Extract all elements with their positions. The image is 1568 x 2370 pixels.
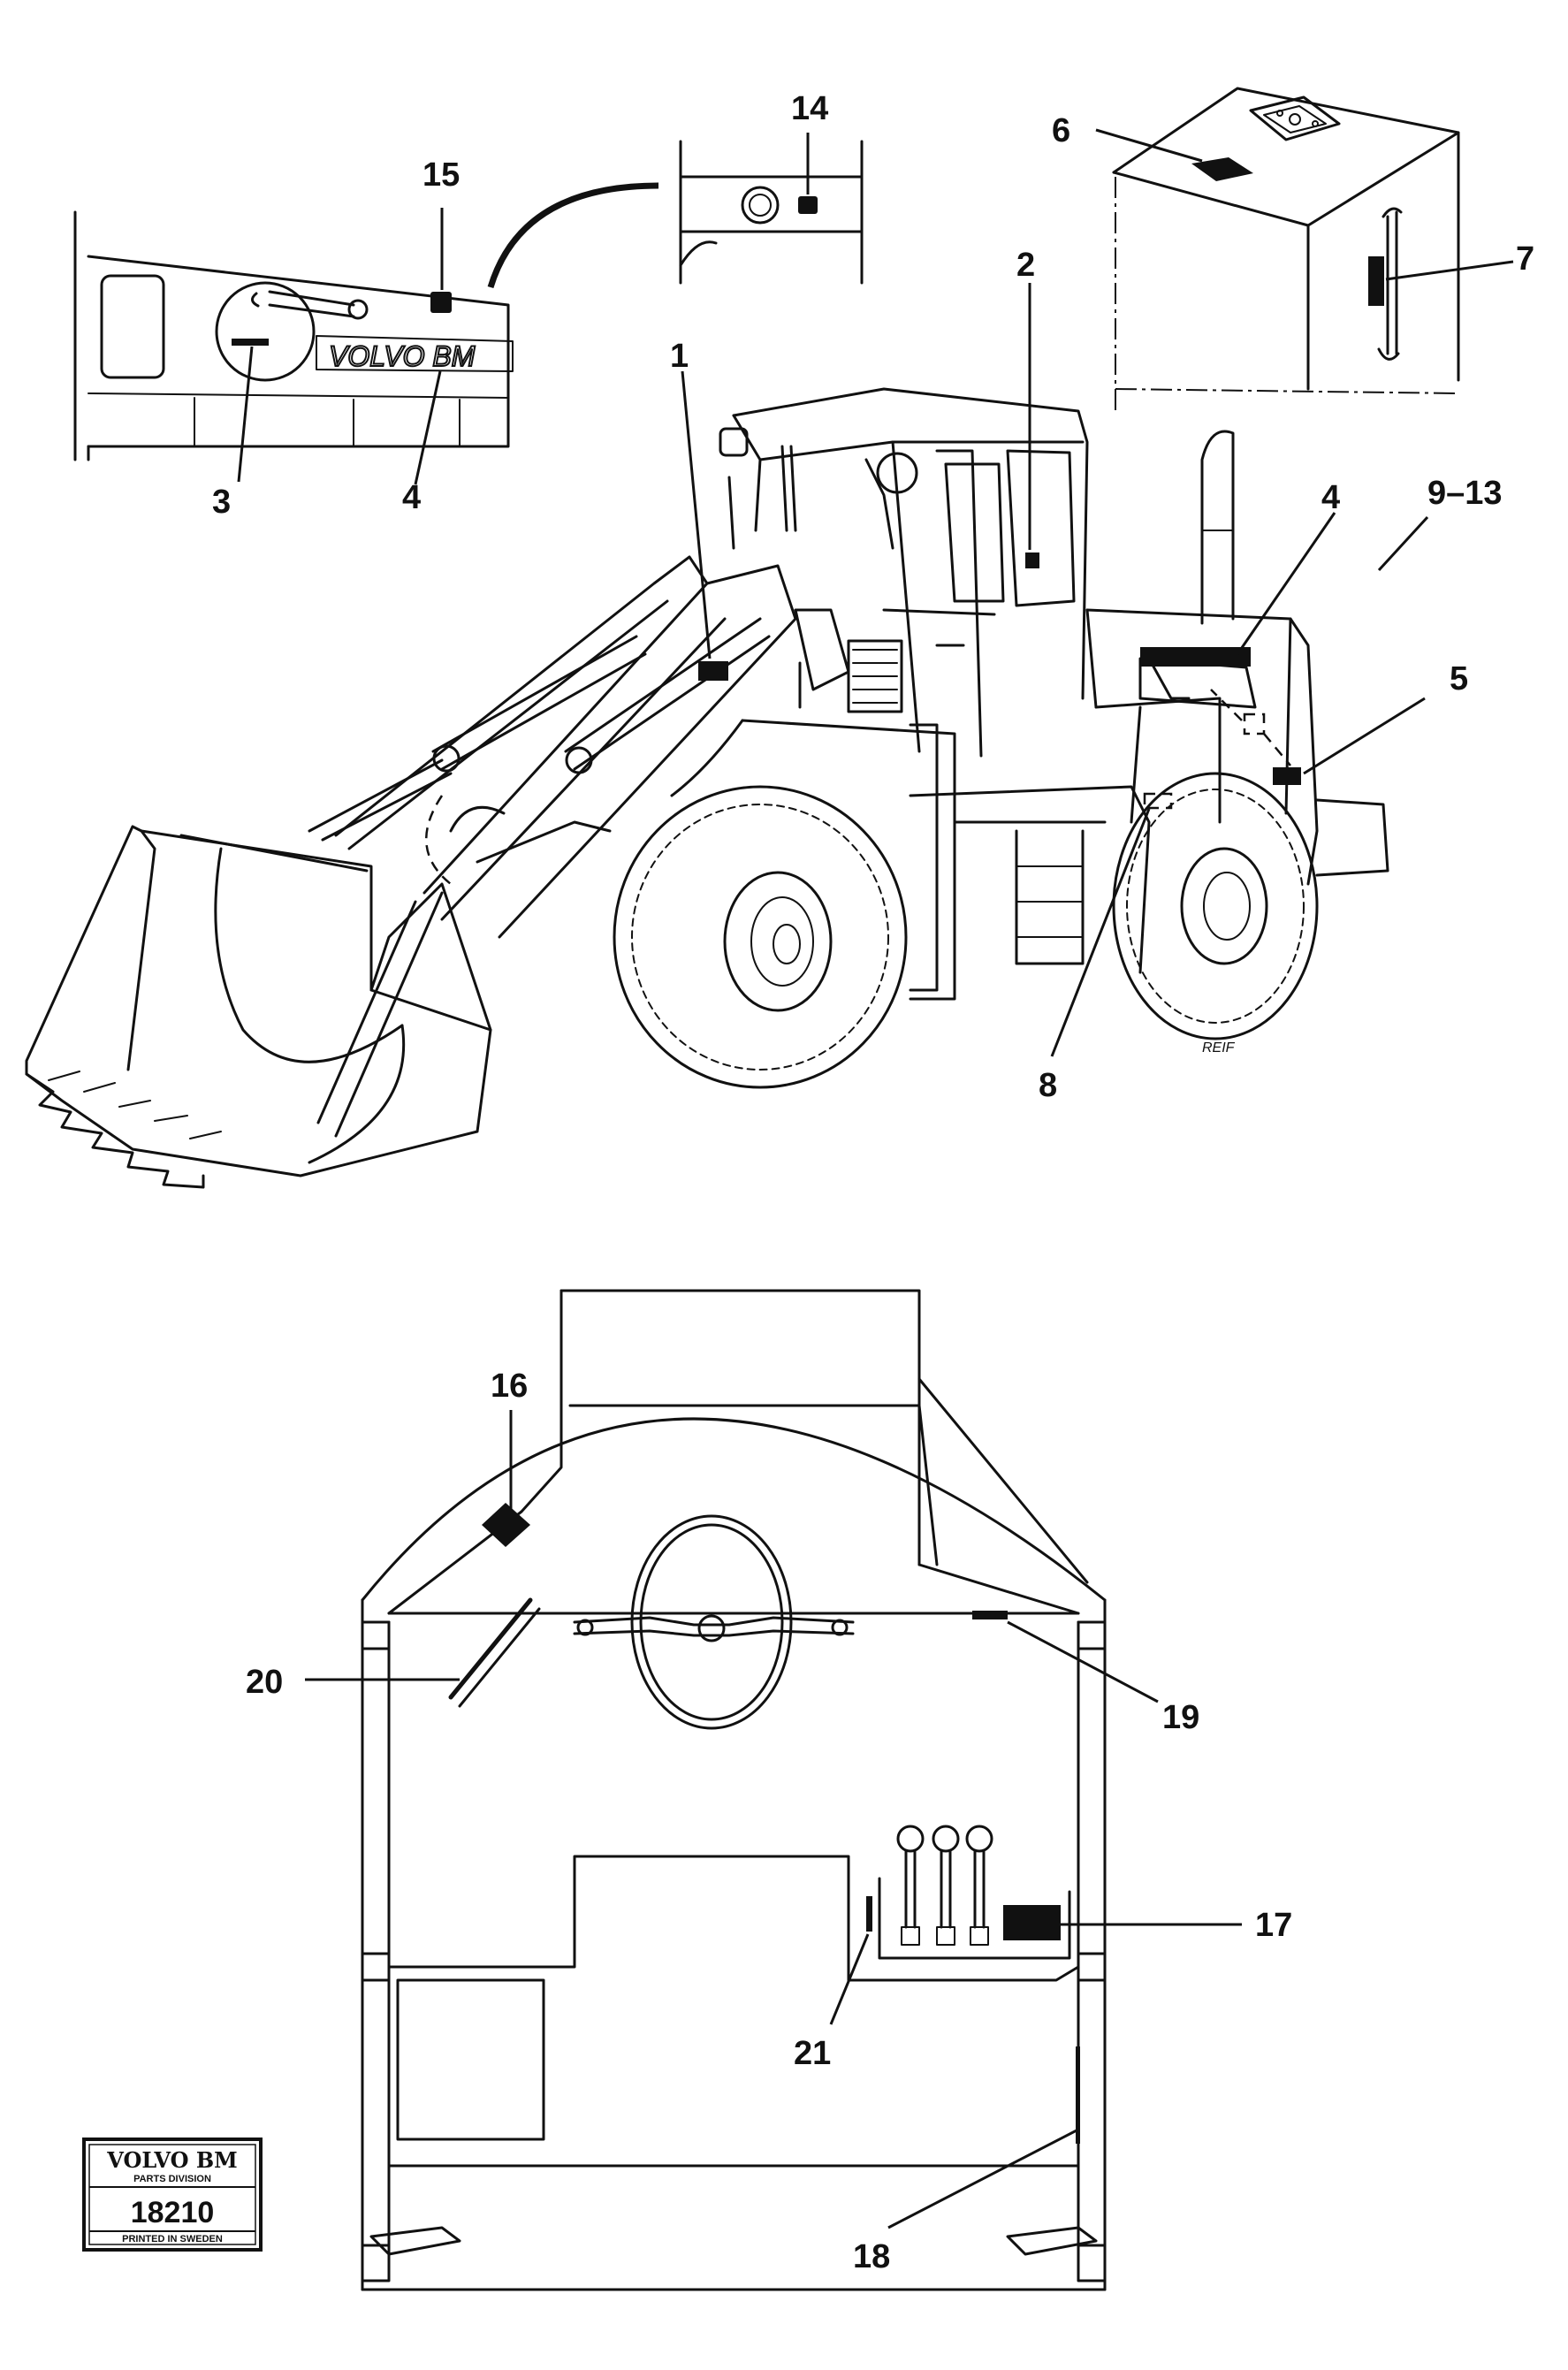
callout-18: 18: [853, 2238, 890, 2275]
cab-interior-view: [361, 1289, 1107, 2291]
callout-4-hood: 4: [1321, 479, 1340, 516]
decal-6: [1191, 157, 1253, 181]
decal-21: [866, 1896, 872, 1932]
callout-6: 6: [1052, 112, 1070, 149]
stamp-brand: VOLVO BM: [106, 2147, 237, 2173]
callout-14: 14: [791, 90, 828, 127]
leader-lines: [237, 128, 1514, 2229]
parts-stamp: VOLVO BM PARTS DIVISION 18210 PRINTED IN…: [82, 2138, 263, 2252]
callout-2: 2: [1016, 247, 1035, 284]
detail-engine-hood: [1112, 87, 1460, 415]
panel-lettering: VOLVO BM: [329, 340, 476, 372]
detail-bracket: [679, 140, 864, 285]
callout-1: 1: [670, 338, 689, 375]
decal-7: [1368, 256, 1384, 306]
decal-1: [698, 661, 728, 681]
decal-4-hood: [1140, 647, 1251, 667]
decal-17: [1003, 1905, 1061, 1940]
stamp-footer: PRINTED IN SWEDEN: [122, 2234, 223, 2244]
callout-20: 20: [246, 1664, 283, 1701]
callout-4-panel: 4: [402, 479, 421, 516]
decal-19: [972, 1611, 1008, 1619]
decal-5: [1273, 767, 1301, 785]
decal-16: [482, 1503, 530, 1547]
callout-5: 5: [1450, 660, 1468, 697]
callout-labels: 1 2 3 4 4 5 6 7 8 9–13 14 15 16 17 18 19…: [212, 90, 1534, 2275]
callout-21: 21: [794, 2035, 831, 2072]
stamp-number: 18210: [131, 2196, 215, 2229]
detail-side-panel: VOLVO BM: [73, 182, 659, 461]
decal-3: [232, 339, 269, 346]
callout-8: 8: [1039, 1067, 1057, 1104]
callout-15: 15: [422, 156, 460, 194]
stamp-division: PARTS DIVISION: [133, 2174, 211, 2184]
svg-text:REIF: REIF: [1202, 1040, 1236, 1055]
decal-2: [1025, 552, 1039, 568]
callout-9-13: 9–13: [1427, 475, 1503, 512]
callout-17: 17: [1255, 1907, 1292, 1944]
decal-14: [798, 196, 818, 214]
decal-15: [430, 292, 452, 313]
callout-19: 19: [1162, 1699, 1199, 1736]
callout-3: 3: [212, 484, 231, 521]
callout-16: 16: [491, 1368, 528, 1405]
callout-7: 7: [1516, 240, 1534, 278]
wheel-loader: REIF: [25, 387, 1389, 1189]
decal-18: [1076, 2046, 1080, 2144]
